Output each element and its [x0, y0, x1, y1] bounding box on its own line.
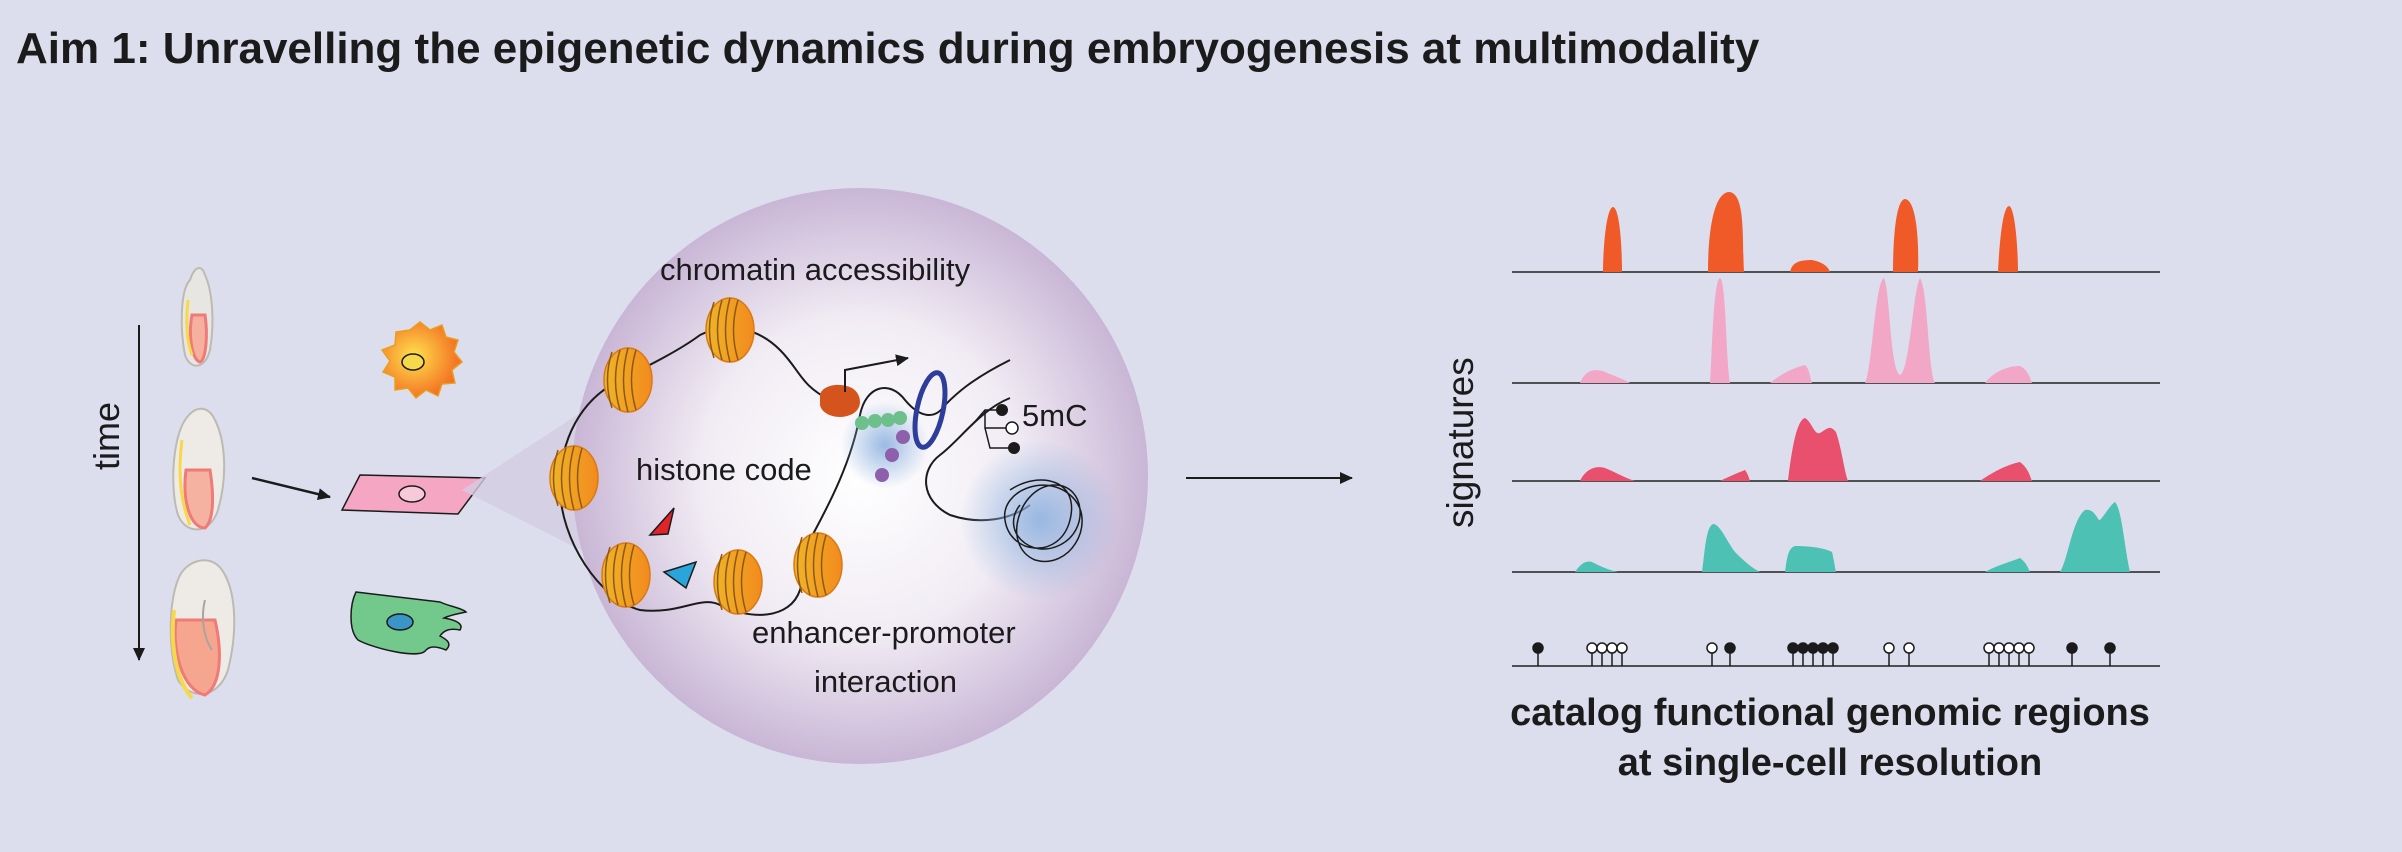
methylation-label: 5mC	[1022, 398, 1088, 433]
catalog-caption: catalog functional genomic regions at si…	[1330, 688, 2330, 788]
cohesin-ring	[912, 370, 948, 450]
tangled-dna	[1004, 479, 1083, 563]
catalog-line-2: at single-cell resolution	[1617, 742, 2043, 784]
signal-track-3	[1580, 418, 2032, 481]
cell-icon	[350, 591, 468, 655]
nucleosome-icon	[713, 549, 763, 615]
signatures-label: signatures	[1440, 357, 1481, 528]
histone-mark-blue	[662, 560, 698, 590]
signal-track-1	[1603, 192, 2018, 272]
catalog-line-1: catalog functional genomic regions	[1510, 692, 2150, 734]
tss-arrow	[844, 354, 909, 392]
histone-mark-red	[648, 507, 675, 536]
cell-icon	[340, 474, 487, 515]
interaction-label: interaction	[814, 664, 958, 699]
embryo-icon	[180, 267, 214, 367]
signal-track-4	[1575, 502, 2130, 572]
transcription-factor	[820, 384, 860, 417]
arrow-icon	[251, 476, 331, 500]
lollipop-icon	[971, 404, 1020, 454]
nucleosome-icon	[549, 445, 599, 511]
figure-title: Aim 1: Unravelling the epigenetic dynami…	[16, 24, 1760, 73]
nucleosome-icon	[603, 347, 653, 413]
signal-track-2	[1580, 278, 2032, 383]
cell-icon	[380, 321, 464, 400]
nucleosome-icon	[601, 542, 651, 608]
embryo-icon	[172, 407, 226, 531]
nucleosome-icon	[793, 532, 843, 598]
embryo-icon	[169, 559, 236, 700]
time-label: time	[86, 401, 127, 470]
enhancer-promoter-label: enhancer-promoter	[752, 615, 1016, 650]
nucleosome-icon	[705, 297, 755, 363]
histone-code-label: histone code	[636, 452, 812, 487]
chromatin-accessibility-label: chromatin accessibility	[660, 252, 971, 287]
lollipop-track	[1532, 642, 2116, 666]
